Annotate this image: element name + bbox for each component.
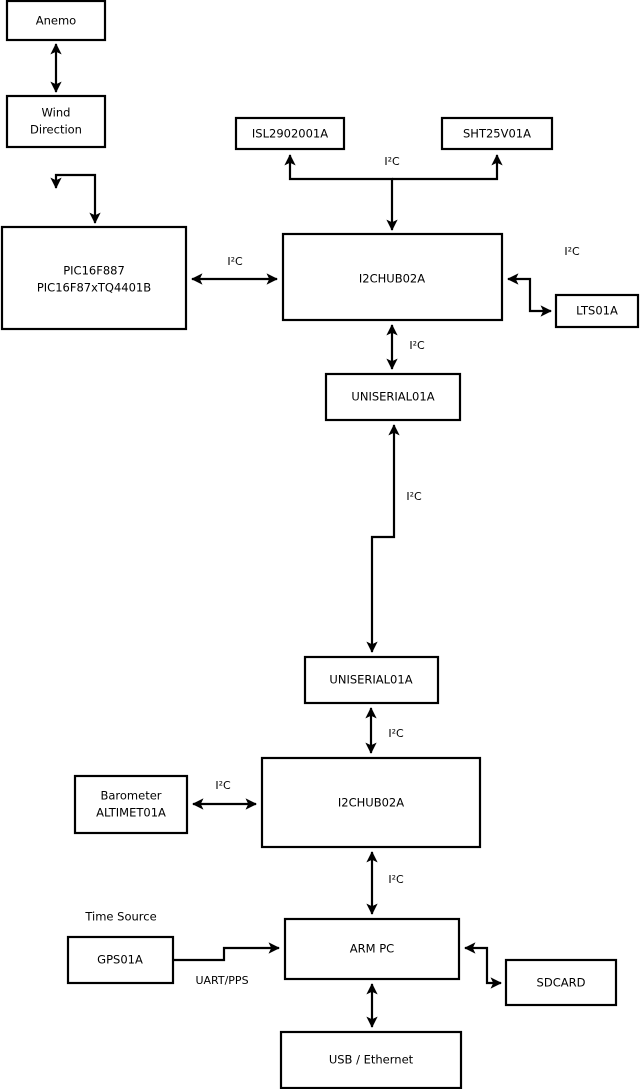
edge-path (507, 273, 552, 317)
edge-pic-hubtop: I²C (191, 255, 278, 285)
edge-pic-wind (50, 173, 101, 224)
node-box[interactable] (260, 756, 482, 849)
node-box[interactable] (5, 0, 107, 42)
node-label: USB / Ethernet (329, 1053, 414, 1067)
edge-path (50, 173, 101, 224)
node-box[interactable] (283, 917, 461, 981)
edge-armpc-sdcard (464, 942, 502, 989)
node-box[interactable] (324, 372, 462, 422)
node-gps01a[interactable]: GPS01A (66, 935, 175, 985)
node-label: GPS01A (97, 953, 143, 967)
edge-label-uniserial-hub: I²C (388, 727, 404, 740)
node-label: I2CHUB02A (338, 796, 404, 810)
node-label: I2CHUB02A (359, 272, 425, 286)
node-box[interactable] (303, 655, 440, 705)
node-box[interactable] (73, 774, 189, 835)
node-label-line2: ALTIMET01A (96, 806, 166, 820)
node-label-line1: Wind (42, 106, 71, 120)
node-i2chub02a-bottom[interactable]: I2CHUB02A (260, 756, 482, 849)
edge-hubtop-sensors: I²C (284, 154, 503, 231)
edge-label-hub-sensors: I²C (384, 155, 400, 168)
node-uniserial01a-top[interactable]: UNISERIAL01A (324, 372, 462, 422)
node-uniserial01a-bottom[interactable]: UNISERIAL01A (303, 655, 440, 705)
edge-path (464, 942, 502, 989)
node-box[interactable] (66, 935, 175, 985)
edge-hubtop-lts: I²C (507, 245, 580, 317)
node-sdcard[interactable]: SDCARD (504, 958, 618, 1007)
edge-path-sht (392, 154, 503, 181)
node-i2chub02a-top[interactable]: I2CHUB02A (281, 232, 504, 322)
node-box[interactable] (554, 293, 640, 329)
node-box[interactable] (279, 1030, 463, 1089)
node-lts01a[interactable]: LTS01A (554, 293, 640, 329)
node-box[interactable] (440, 116, 554, 151)
node-arm-pc[interactable]: ARM PC (283, 917, 461, 981)
edge-label-barometer-hub: I²C (215, 779, 231, 792)
edge-hubtop-uniserialtop: I²C (386, 324, 425, 370)
edge-label-hub-lts: I²C (564, 245, 580, 258)
node-label: SDCARD (537, 976, 586, 990)
node-pic-mcu[interactable]: PIC16F887 PIC16F87xTQ4401B (0, 225, 188, 331)
node-label-line2: PIC16F87xTQ4401B (37, 281, 151, 295)
node-box[interactable] (504, 958, 618, 1007)
edge-barometer-hubbot: I²C (192, 779, 257, 810)
node-label: Anemo (36, 14, 76, 28)
edge-path (173, 942, 280, 962)
node-isl2902001a[interactable]: ISL2902001A (234, 116, 346, 151)
edge-uniserialbot-hubbot: I²C (365, 707, 404, 754)
node-wind-direction[interactable]: Wind Direction (5, 94, 107, 149)
node-anemo[interactable]: Anemo (5, 0, 107, 42)
node-label: UNISERIAL01A (329, 673, 412, 687)
edge-gps-armpc: UART/PPS (173, 942, 280, 987)
edge-label-uniserial-link: I²C (406, 490, 422, 503)
edge-label-gps-armpc: UART/PPS (195, 974, 248, 987)
node-label-line1: Barometer (100, 789, 161, 803)
node-label-line1: PIC16F887 (63, 264, 125, 278)
label-time-source: Time Source (84, 910, 156, 924)
edge-hubbot-armpc: I²C (366, 851, 404, 915)
edge-path-isl (284, 154, 398, 231)
node-label: ARM PC (350, 942, 394, 956)
edge-label-hub-uniserial: I²C (409, 339, 425, 352)
node-sht25v01a[interactable]: SHT25V01A (440, 116, 554, 151)
edge-label-pic-hub: I²C (227, 255, 243, 268)
node-box[interactable] (281, 232, 504, 322)
node-label: UNISERIAL01A (351, 390, 434, 404)
node-box[interactable] (0, 225, 188, 331)
node-label: SHT25V01A (463, 127, 531, 141)
node-box[interactable] (234, 116, 346, 151)
node-label-line2: Direction (30, 123, 82, 137)
edge-label-hub-armpc: I²C (388, 873, 404, 886)
node-box[interactable] (5, 94, 107, 149)
node-label: ISL2902001A (252, 127, 328, 141)
node-usb-ethernet[interactable]: USB / Ethernet (279, 1030, 463, 1089)
node-label: LTS01A (576, 304, 618, 318)
edge-path (366, 424, 400, 653)
edge-uniserial-link: I²C (366, 424, 422, 653)
node-barometer-altimet01a[interactable]: Barometer ALTIMET01A (73, 774, 189, 835)
